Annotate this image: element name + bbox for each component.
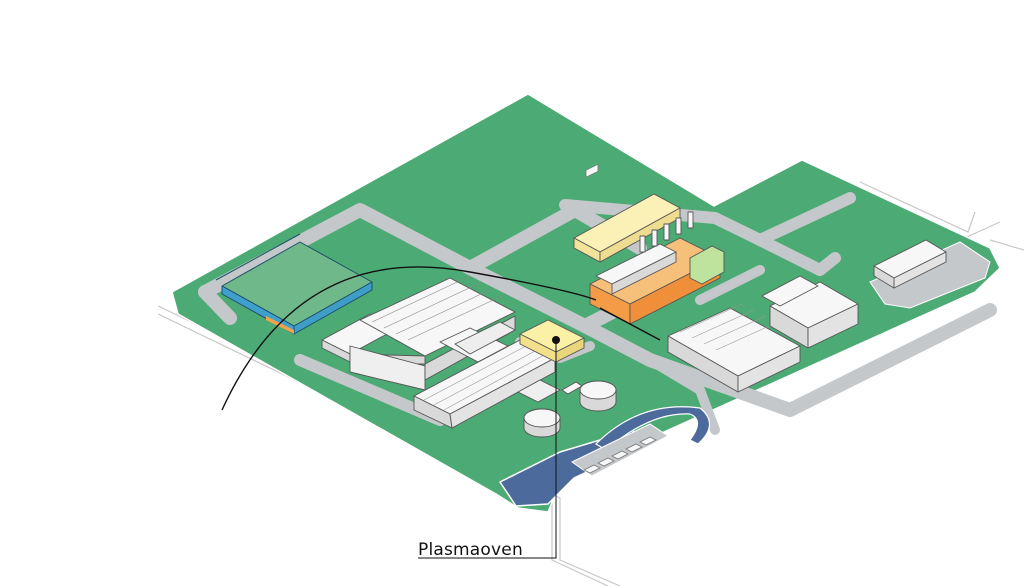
pipeline-segment <box>599 307 661 341</box>
pale-yellow-building <box>573 193 681 263</box>
plasmaoven-label: Plasmaoven <box>418 540 523 560</box>
callout-leader <box>418 340 557 559</box>
pipeline-arc <box>221 266 597 411</box>
site-grass <box>171 93 1001 513</box>
parking-lot <box>869 241 991 309</box>
plasma-oven-building <box>519 319 585 363</box>
pier-platform <box>571 423 669 477</box>
small-hall-right <box>873 239 947 289</box>
green-hall <box>215 233 373 335</box>
round-tanks <box>517 379 617 438</box>
plasmaoven-callout <box>418 336 560 559</box>
long-shed <box>413 339 556 429</box>
warehouse-right <box>667 303 801 393</box>
orange-process-building <box>589 211 725 325</box>
warehouse-far-right <box>761 275 859 349</box>
pier-boxes <box>583 163 657 474</box>
